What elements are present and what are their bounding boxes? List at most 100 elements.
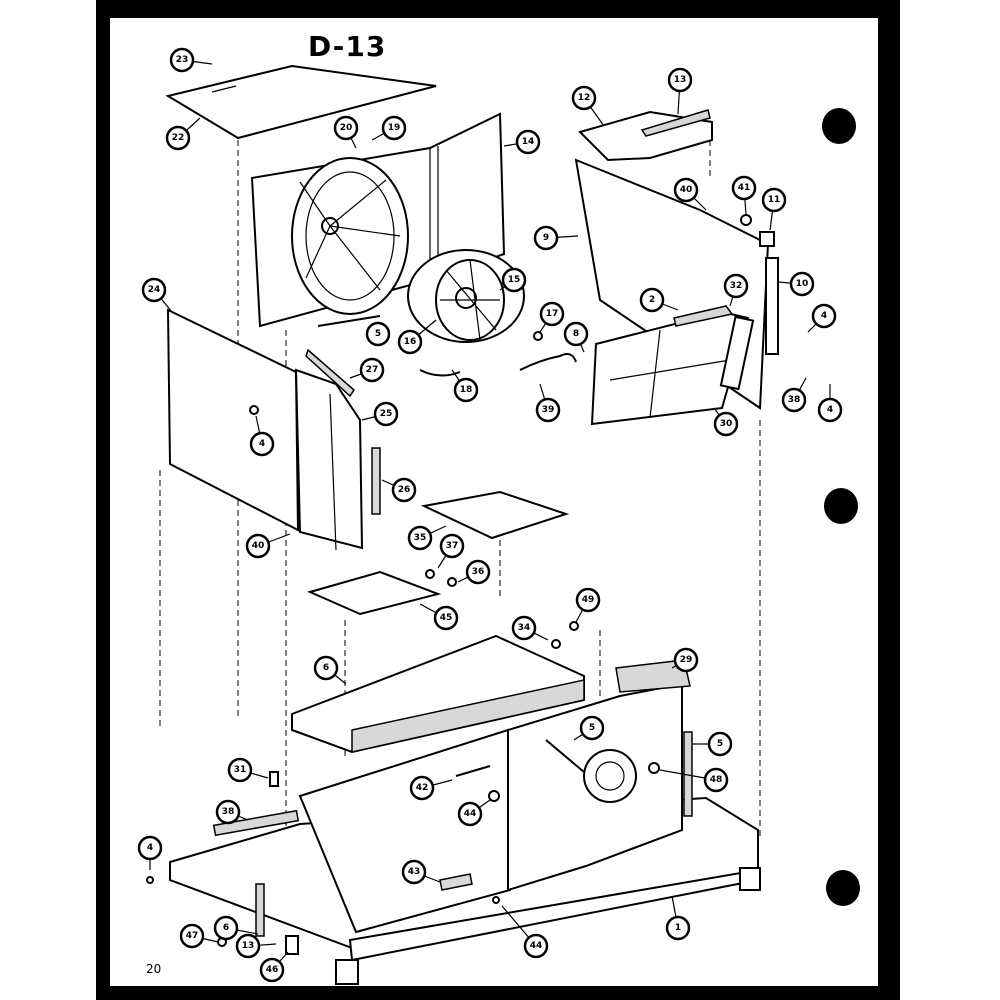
page-frame-right (878, 0, 900, 1000)
callout-label: 40 (680, 185, 693, 195)
callout-circle-49 (575, 587, 601, 613)
callout-label: 6 (323, 663, 329, 673)
callout-circle-5 (365, 321, 391, 347)
bracket-27 (305, 348, 355, 398)
callout-circle-2 (639, 287, 665, 313)
callout-label: 11 (768, 195, 781, 205)
callout-label: 4 (821, 311, 827, 321)
front-coil-panel (294, 368, 364, 550)
callout-label: 35 (414, 533, 427, 543)
callout-circle-38 (781, 387, 807, 413)
partition-35 (420, 490, 570, 540)
callout-circle-44 (457, 801, 483, 827)
callout-circle-38 (215, 799, 241, 825)
callout-label: 40 (252, 541, 265, 551)
callout-label: 17 (546, 309, 559, 319)
callout-circle-15 (501, 267, 527, 293)
callout-label: 44 (464, 809, 477, 819)
callout-circle-35 (407, 525, 433, 551)
callout-circle-45 (433, 605, 459, 631)
callout-circle-39 (535, 397, 561, 423)
callout-label: 5 (717, 739, 723, 749)
callout-circle-40 (245, 533, 271, 559)
callout-label: 29 (680, 655, 693, 665)
callout-label: 4 (259, 439, 265, 449)
callout-label: 12 (578, 93, 591, 103)
callout-label: 25 (380, 409, 393, 419)
callout-circle-47 (179, 923, 205, 949)
callout-circle-31 (227, 757, 253, 783)
page-frame-top (96, 0, 900, 18)
callout-label: 9 (543, 233, 549, 243)
callout-circle-11 (761, 187, 787, 213)
binder-hole-middle (824, 488, 858, 524)
callout-circle-6 (213, 915, 239, 941)
callout-label: 23 (176, 55, 189, 65)
callout-label: 5 (375, 329, 381, 339)
callout-circle-4 (249, 431, 275, 457)
callout-label: 18 (460, 385, 473, 395)
callout-label: 8 (573, 329, 579, 339)
callout-label: 47 (186, 931, 199, 941)
callout-label: 44 (530, 941, 543, 951)
callout-label: 42 (416, 783, 429, 793)
callout-circle-37 (439, 533, 465, 559)
callout-label: 13 (674, 75, 687, 85)
callout-label: 38 (788, 395, 801, 405)
condenser-fan-orifice (583, 749, 637, 803)
page-frame-left (96, 0, 110, 1000)
callout-label: 24 (148, 285, 161, 295)
callout-circle-34 (511, 615, 537, 641)
callout-label: 46 (266, 965, 279, 975)
page-frame-bottom (96, 986, 900, 1000)
callout-label: 4 (827, 405, 833, 415)
callout-circle-36 (465, 559, 491, 585)
callout-circle-46 (259, 957, 285, 983)
base-foot-left (335, 959, 359, 985)
callout-circle-25 (373, 401, 399, 427)
callout-circle-1 (665, 915, 691, 941)
callout-label: 13 (242, 941, 255, 951)
callout-label: 37 (446, 541, 459, 551)
callout-circle-27 (359, 357, 385, 383)
callout-label: 49 (582, 595, 595, 605)
callout-label: 14 (522, 137, 535, 147)
callout-circle-23 (169, 47, 195, 73)
bracket-10 (765, 257, 779, 355)
coil-strip-28 (371, 447, 381, 515)
rail-38 (212, 809, 300, 837)
callout-circle-17 (539, 301, 565, 327)
callout-circle-24 (141, 277, 167, 303)
callout-label: 15 (508, 275, 521, 285)
callout-label: 36 (472, 567, 485, 577)
callout-circle-41 (731, 175, 757, 201)
callout-label: 22 (172, 133, 185, 143)
rail-13 (255, 883, 265, 937)
callout-circle-5 (579, 715, 605, 741)
callout-circle-4 (137, 835, 163, 861)
left-side-panel (166, 308, 300, 532)
callout-label: 1 (675, 923, 681, 933)
callout-circle-48 (703, 767, 729, 793)
bracket-13 (640, 109, 711, 137)
callout-label: 16 (404, 337, 417, 347)
callout-label: 38 (222, 807, 235, 817)
base-foot-right (739, 867, 761, 891)
callout-label: 45 (440, 613, 453, 623)
callout-label: 26 (398, 485, 411, 495)
callout-circle-32 (723, 273, 749, 299)
page-number: 20 (146, 962, 162, 976)
callout-circle-22 (165, 125, 191, 151)
partition-45 (307, 570, 442, 616)
callout-label: 48 (710, 775, 723, 785)
callout-circle-10 (789, 271, 815, 297)
callout-circle-26 (391, 477, 417, 503)
filter-grille (673, 305, 734, 327)
callout-circle-5 (707, 731, 733, 757)
callout-circle-44 (523, 933, 549, 959)
callout-label: 27 (366, 365, 379, 375)
callout-label: 10 (796, 279, 809, 289)
binder-hole-bottom (826, 870, 860, 906)
callout-label: 34 (518, 623, 531, 633)
